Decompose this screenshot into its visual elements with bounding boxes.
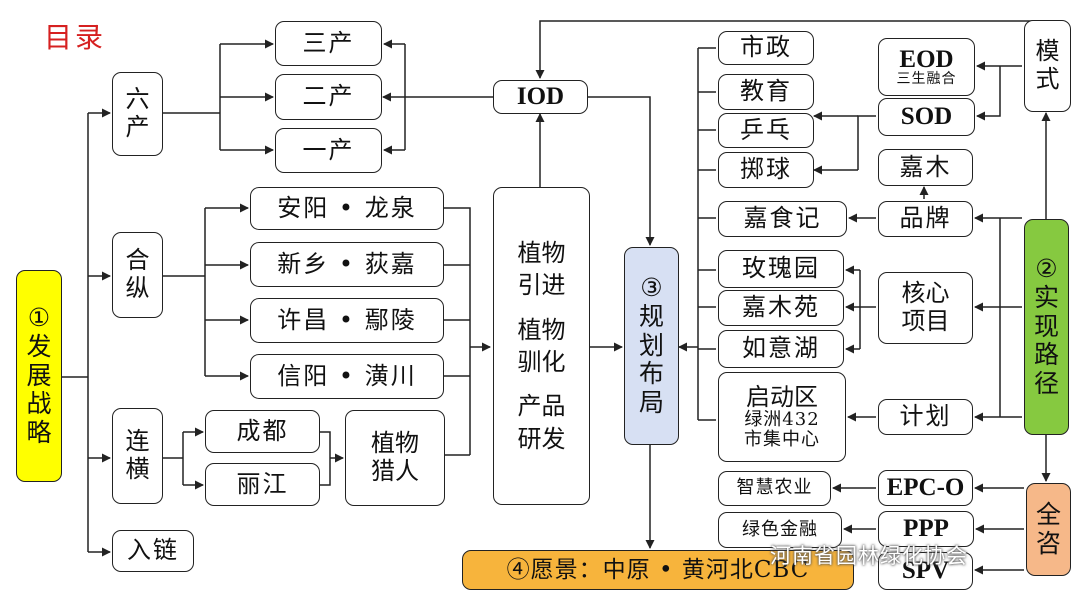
brand-box: 品牌 xyxy=(878,201,973,237)
planning-char: 局 xyxy=(638,388,664,418)
sod-box: SOD xyxy=(878,98,975,136)
rulian-box: 入链 xyxy=(112,530,194,572)
planning-char: 划 xyxy=(638,330,664,360)
industry-box-secondary: 二产 xyxy=(275,74,382,120)
plant-process-box: 植物 引进 植物 驯化 产品 研发 xyxy=(493,187,590,505)
service-box-bocce: 掷球 xyxy=(718,152,814,188)
industry-box-tertiary: 三产 xyxy=(275,21,382,66)
implementation-path-box: ② 实 现 路 径 xyxy=(1024,219,1069,435)
eod-label: EOD xyxy=(899,45,954,73)
development-strategy-box: ① 发 展 战 略 xyxy=(16,270,62,482)
green-finance-box: 绿色金融 xyxy=(718,512,842,548)
plant-hunter-box: 植物 猎人 xyxy=(345,410,445,506)
page-title: 目录 xyxy=(44,21,107,54)
planning-char: ③ xyxy=(640,273,663,303)
smart-agriculture-box: 智慧农业 xyxy=(718,471,831,506)
eod-subtitle: 三生融合 xyxy=(896,71,957,87)
plant-process-line: 产品 xyxy=(517,392,566,421)
liuchan-char: 六 xyxy=(125,85,150,114)
path-char: ② xyxy=(1035,254,1058,284)
plant-process-line: 植物 xyxy=(517,315,566,344)
mode-box: 模 式 xyxy=(1024,20,1071,112)
mode-char: 模 xyxy=(1035,37,1060,66)
lianheng-char: 横 xyxy=(125,455,150,483)
hezong-char: 纵 xyxy=(125,274,150,302)
startup-line: 市集中心 xyxy=(744,429,820,451)
watermark: 河南省园林绿化协会 xyxy=(770,544,968,568)
core-item-rose-garden: 玫瑰园 xyxy=(718,250,844,288)
strategy-char: ① xyxy=(27,303,51,333)
iod-box: IOD xyxy=(493,80,588,114)
service-box-pingpong: 乒乓 xyxy=(718,113,814,148)
plant-hunter-line: 猎人 xyxy=(371,457,419,485)
vision-banner: ④愿景：中原 • 黄河北CBC xyxy=(462,550,854,590)
plant-process-line: 研发 xyxy=(517,424,566,453)
liuchan-char: 产 xyxy=(125,113,150,141)
mode-char: 式 xyxy=(1035,65,1060,93)
quanzi-char: 全 xyxy=(1035,499,1061,529)
core-project-box: 核心 项目 xyxy=(878,272,973,344)
plant-hunter-line: 植物 xyxy=(371,429,419,458)
strategy-char: 战 xyxy=(26,389,52,419)
planning-char: 规 xyxy=(638,301,664,331)
plant-process-line: 引进 xyxy=(517,271,566,300)
plant-process-line: 驯化 xyxy=(517,348,566,376)
service-box-municipal: 市政 xyxy=(718,31,814,65)
planning-layout-box: ③ 规 划 布 局 xyxy=(624,247,679,445)
city-box: 许昌 • 鄢陵 xyxy=(250,298,444,343)
core-project-line: 项目 xyxy=(901,307,950,335)
place-box-lijiang: 丽江 xyxy=(205,463,320,506)
liuchan-box: 六 产 xyxy=(112,72,163,156)
core-item-ruyi-lake: 如意湖 xyxy=(718,330,844,368)
place-box-chengdu: 成都 xyxy=(205,410,320,453)
ppp-box: PPP xyxy=(878,511,974,547)
startup-title: 启动区 xyxy=(746,383,818,411)
lianheng-char: 连 xyxy=(125,427,150,456)
planning-char: 布 xyxy=(638,359,664,389)
hezong-box: 合 纵 xyxy=(112,232,163,318)
strategy-char: 略 xyxy=(26,418,52,448)
path-char: 实 xyxy=(1033,282,1059,312)
path-char: 径 xyxy=(1033,369,1059,399)
full-consulting-box: 全 咨 xyxy=(1026,483,1071,576)
strategy-char: 发 xyxy=(26,331,52,361)
hezong-char: 合 xyxy=(125,246,150,275)
lianheng-box: 连 横 xyxy=(112,408,163,504)
core-item-jiamu-garden: 嘉木苑 xyxy=(718,290,844,326)
plan-box: 计划 xyxy=(878,399,973,435)
industry-box-primary: 一产 xyxy=(275,128,382,173)
jiashiji-box: 嘉食记 xyxy=(718,201,847,237)
core-project-line: 核心 xyxy=(901,279,950,308)
path-char: 路 xyxy=(1033,340,1059,370)
city-box: 信阳 • 潢川 xyxy=(250,354,444,399)
city-box: 新乡 • 荻嘉 xyxy=(250,242,444,287)
startup-line: 绿洲432 xyxy=(744,409,820,431)
jiamu-box: 嘉木 xyxy=(878,149,973,186)
path-char: 现 xyxy=(1033,311,1059,341)
startup-zone-box: 启动区 绿洲432 市集中心 xyxy=(718,372,846,462)
epc-o-box: EPC-O xyxy=(878,470,973,506)
service-box-education: 教育 xyxy=(718,74,814,110)
quanzi-char: 咨 xyxy=(1035,528,1061,558)
spv-box: SPV xyxy=(878,552,973,590)
plant-process-line: 植物 xyxy=(517,238,566,267)
strategy-char: 展 xyxy=(26,360,52,390)
eod-box: EOD 三生融合 xyxy=(878,38,975,96)
city-box: 安阳 • 龙泉 xyxy=(250,187,444,230)
